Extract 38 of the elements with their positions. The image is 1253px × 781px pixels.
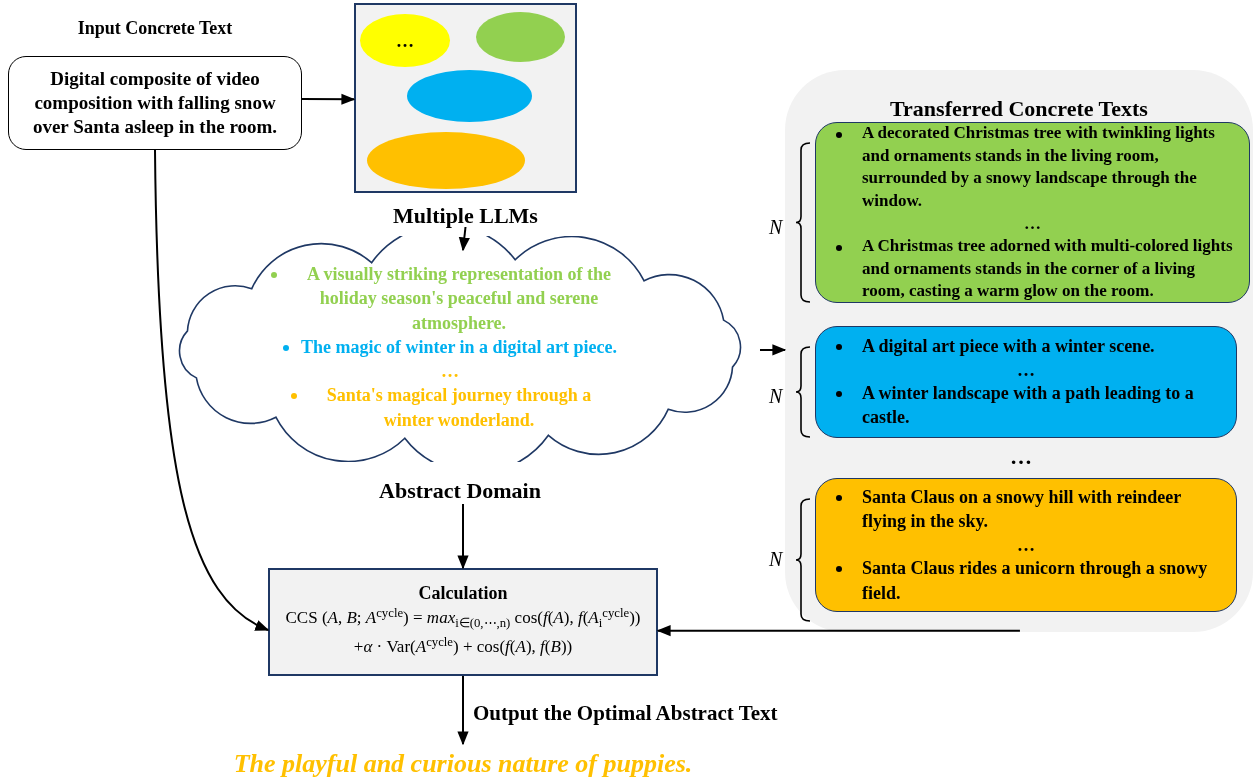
calculation-box (268, 568, 658, 676)
arrow (154, 149, 270, 631)
input-text-box: Digital composite of video composition with falling snow over Santa asleep in the room. (8, 56, 302, 150)
bullet-text: A Christmas tree adorned with multi-colored lights and ornaments stands in the corner of a living room, casting a warm glow on the room. (862, 234, 1234, 303)
arrow (458, 226, 470, 252)
ellipsis-text: … (1010, 443, 1032, 471)
bullet-text: A visually striking representation of the holiday season's peaceful and serene atmosphere. (306, 263, 612, 335)
bullet-text: The magic of winter in a digital art piece. (300, 335, 618, 359)
bullet-text: A decorated Christmas tree with twinkling lights and ornaments stands in the living room, surrounded by a snowy landscape through the window. (862, 121, 1216, 213)
text-card (815, 122, 1250, 303)
bullet-text: Santa Claus rides a unicorn through a snowy field. (862, 557, 1209, 605)
model-panel (354, 3, 577, 193)
arrow (457, 503, 469, 570)
formula-text: CCS (A, B; A$^{cycle}$) = max$_{i∈(0,⋯,n)}$ cos(f(A), f(A$_{i}$$^{cycle}$)) (285, 605, 641, 632)
text-card (815, 326, 1237, 438)
count-label: N (769, 214, 783, 240)
section-heading: Abstract Domain (378, 477, 542, 505)
box-title: Calculation (418, 581, 508, 605)
section-heading: Multiple LLMs (392, 202, 539, 230)
section-heading: Input Concrete Text (77, 17, 233, 40)
ellipsis-text: … (1023, 213, 1042, 235)
bullet-text: Santa's magical journey through a winter wonderland. (325, 384, 593, 432)
ellipsis-text: … (441, 360, 459, 384)
arrow (759, 344, 787, 356)
ellipsis-text: … (1016, 358, 1036, 382)
count-label: N (769, 384, 783, 409)
text-card (815, 478, 1237, 612)
output-text: The playful and curious nature of puppies. (150, 744, 776, 780)
model-ellipse: … (360, 14, 450, 67)
bullet-text: Santa Claus on a snowy hill with reindeer flying in the sky. (862, 486, 1182, 534)
bullet-text: A digital art piece with a winter scene. (862, 335, 1155, 359)
formula-text: +α · Var(A$^{cycle}$) + cos(f(A), f(B)) (353, 633, 573, 659)
arrow (457, 675, 469, 746)
bullet-text: A winter landscape with a path leading to a castle. (862, 382, 1195, 430)
count-label: N (769, 547, 783, 572)
section-heading: Transferred Concrete Texts (889, 95, 1149, 123)
ellipsis-text: … (1016, 533, 1036, 557)
arrow (301, 93, 356, 105)
